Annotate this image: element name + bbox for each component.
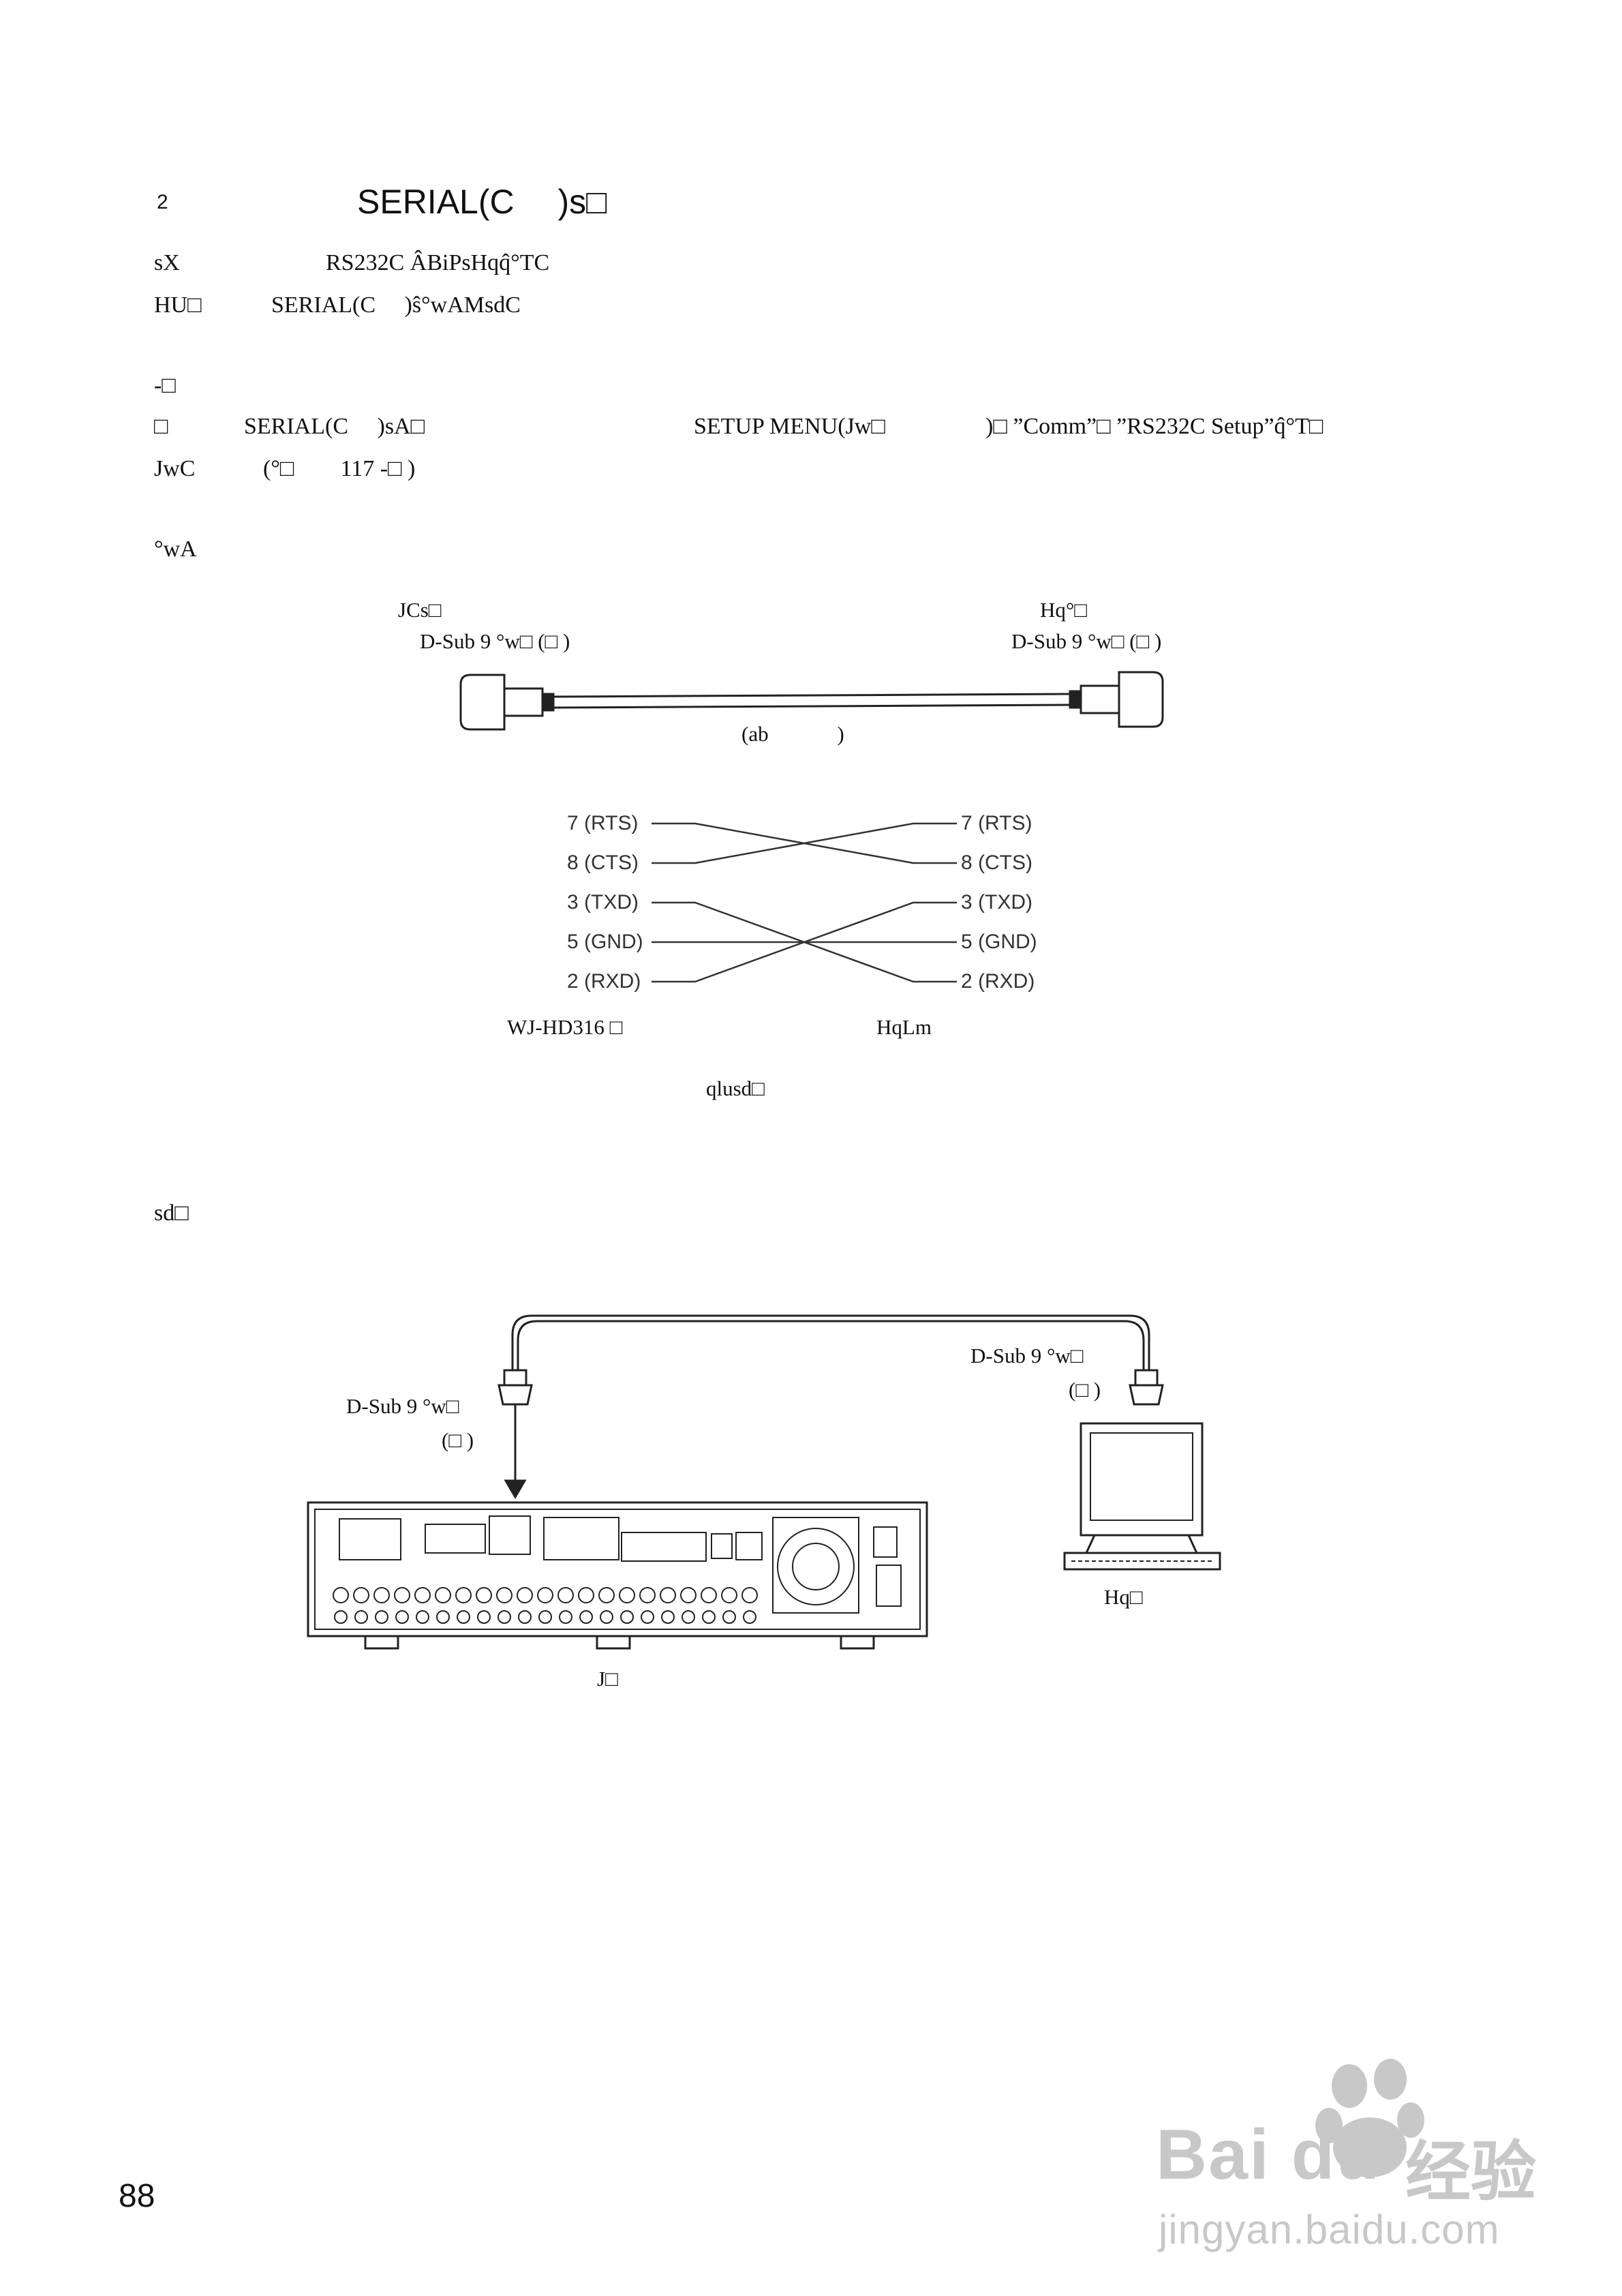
wire-rxd-txd [652,901,957,983]
heading-prefix: 2 [157,191,168,213]
intro-line1-lead: sX [154,250,180,275]
wire-cts-rts [652,822,957,864]
right-plug-icon [1069,671,1164,728]
note-part3: )□ ”Comm”□ ”RS232C Setup”q̂°T□ [985,414,1323,439]
left-device-label: WJ-HD316 □ [507,1015,623,1039]
cable-caption: (ab ) [741,722,844,746]
right-connector-type: D-Sub 9 °w□ (□ ) [1011,629,1162,653]
conn-right-line2: (□ ) [1069,1378,1101,1402]
pc-keyboard-icon [1063,1552,1221,1571]
connection-cable [511,1314,1150,1370]
conn-left-line2: (□ ) [442,1428,474,1452]
note-line2: (°□ 117 -□ ) [263,456,416,481]
cable-line-icon [553,693,1071,709]
wiring-caption: qlusd□ [706,1076,765,1100]
right-pin-rts: 7 (RTS) [961,812,1032,834]
watermark-brand-cn: 经验 [1405,2136,1536,2209]
watermark-url: jingyan.baidu.com [1159,2207,1500,2252]
pc-label: Hq□ [1104,1585,1143,1609]
right-pin-rxd: 2 (RXD) [961,970,1035,993]
left-pin-cts: 8 (CTS) [567,851,639,874]
watermark-brand: Bai du [1156,2115,1381,2194]
recorder-label: J□ [597,1667,618,1691]
section-cable-title: °wA [154,537,197,562]
left-connector-type: D-Sub 9 °w□ (□ ) [420,629,570,653]
right-device-label: HqLm [876,1015,932,1039]
right-connector-title: Hq°□ [1040,598,1088,622]
conn-right-line1: D-Sub 9 °w□ [970,1344,1084,1368]
note-part2: SETUP MENU(Jw□ [694,414,885,439]
section-connection-title: sd□ [154,1200,189,1226]
note-lead: □ [154,414,168,439]
note-mark: -□ [154,373,176,398]
right-pin-cts: 8 (CTS) [961,851,1032,874]
left-pin-rts: 7 (RTS) [567,812,639,834]
intro-line2-lead: HU□ [154,292,202,318]
left-dsub-plug-icon [498,1369,533,1499]
conn-left-line1: D-Sub 9 °w□ [346,1394,459,1418]
right-pin-gnd: 5 (GND) [961,931,1037,953]
recorder-rear-panel-icon [307,1501,928,1650]
right-dsub-plug-icon [1129,1369,1164,1406]
left-pin-gnd: 5 (GND) [567,931,643,953]
right-pin-txd: 3 (TXD) [961,891,1032,913]
intro-line1: RS232C ÂBiPsHqq̂°TC [326,250,550,275]
left-plug-icon [459,674,555,731]
left-pin-txd: 3 (TXD) [567,891,639,913]
bnc-connector-row-icon [333,1587,758,1624]
note-part1: SERIAL(C )sA□ [244,414,425,439]
left-connector-title: JCs□ [398,598,442,622]
page-number: 88 [119,2178,155,2214]
note-line2-lead: JwC [154,456,196,481]
page-heading: SERIAL(C )s□ [357,183,607,221]
left-pin-rxd: 2 (RXD) [567,970,641,993]
intro-line2: SERIAL(C )ŝ°wAMsdC [271,292,521,318]
